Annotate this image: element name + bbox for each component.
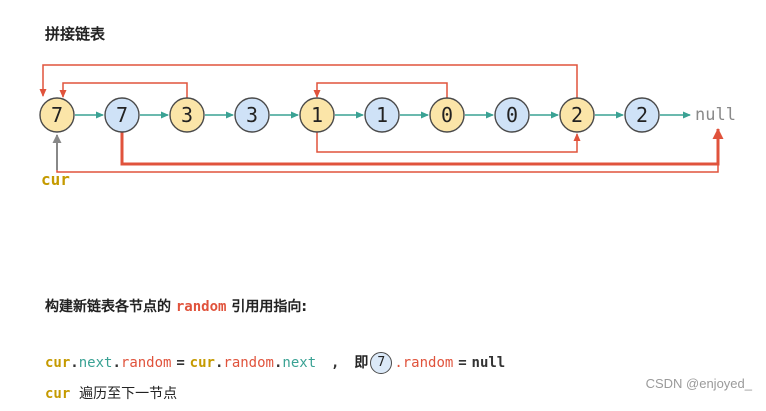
list-node-original: 3 (169, 97, 205, 133)
node-circle (624, 97, 660, 133)
node-circle (39, 97, 75, 133)
code-cur-2: cur (189, 355, 215, 371)
list-node-original: 7 (39, 97, 75, 133)
code-cur: cur (45, 355, 71, 371)
random-arrow-0-to-1 (313, 82, 448, 98)
node-circle (429, 97, 465, 133)
code-ji: 即 (354, 355, 369, 371)
node-circle (364, 97, 400, 133)
code-random-2: random (223, 355, 274, 371)
code-comma: , (331, 355, 340, 371)
node-value: 1 (311, 103, 323, 127)
node-value: 7 (51, 103, 63, 127)
watermark: CSDN @enjoyed_ (645, 376, 752, 391)
heading-prefix: 构建新链表各节点的 (45, 299, 171, 315)
node-value: 1 (376, 103, 388, 127)
node-value: 7 (116, 103, 128, 127)
linked-list-diagram: 7 7 3 3 1 1 0 0 2 2 null cur (39, 64, 736, 189)
code-dot: . (273, 355, 283, 371)
list-node-original: 1 (299, 97, 335, 133)
code-dot: . (112, 355, 121, 371)
node-value: 2 (636, 103, 648, 127)
code-equals-2: = (458, 355, 467, 371)
node-value: 3 (246, 103, 258, 127)
node-circle (559, 97, 595, 133)
list-node-copy: 0 (494, 97, 530, 133)
heading-suffix: 引用用指向: (231, 299, 307, 315)
code-dot: . (70, 355, 79, 371)
cur-pointer-label: cur (41, 170, 70, 189)
code-random-3: .random (394, 355, 454, 371)
random-heading: 构建新链表各节点的 random 引用用指向: (45, 296, 307, 316)
list-node-copy: 7 (104, 97, 140, 133)
random-arrow-1-to-2 (316, 132, 581, 153)
code-next-2: next (282, 355, 317, 371)
node-value: 3 (181, 103, 193, 127)
iterate-cur: cur (45, 386, 71, 402)
list-node-original: 0 (429, 97, 465, 133)
node-circle (104, 97, 140, 133)
node-circle (299, 97, 335, 133)
node-circle (494, 97, 530, 133)
list-node-copy: 2 (624, 97, 660, 133)
null-label: null (695, 105, 736, 125)
heading-keyword: random (175, 299, 227, 315)
list-node-copy: 3 (234, 97, 270, 133)
list-node-copy: 1 (364, 97, 400, 133)
list-node-original: 2 (559, 97, 595, 133)
iterate-text: 遍历至下一节点 (79, 386, 178, 402)
iterate-line: cur 遍历至下一节点 (45, 383, 177, 403)
node-value: 2 (571, 103, 583, 127)
node-value: 0 (506, 103, 518, 127)
random-arrow-3-to-7 (59, 82, 188, 98)
code-null: null (471, 355, 506, 371)
code-next: next (78, 355, 113, 371)
inline-node-7: 7 (370, 352, 393, 374)
code-dot: . (214, 355, 224, 371)
code-random: random (120, 355, 172, 371)
code-equals: = (176, 355, 185, 371)
diagram-title: 拼接链表 (45, 25, 106, 43)
node-circle (234, 97, 270, 133)
random-arrow-2-to-7 (39, 64, 578, 98)
node-circle (169, 97, 205, 133)
node-value: 0 (441, 103, 453, 127)
new-random-arrow-7-to-null (120, 128, 724, 166)
